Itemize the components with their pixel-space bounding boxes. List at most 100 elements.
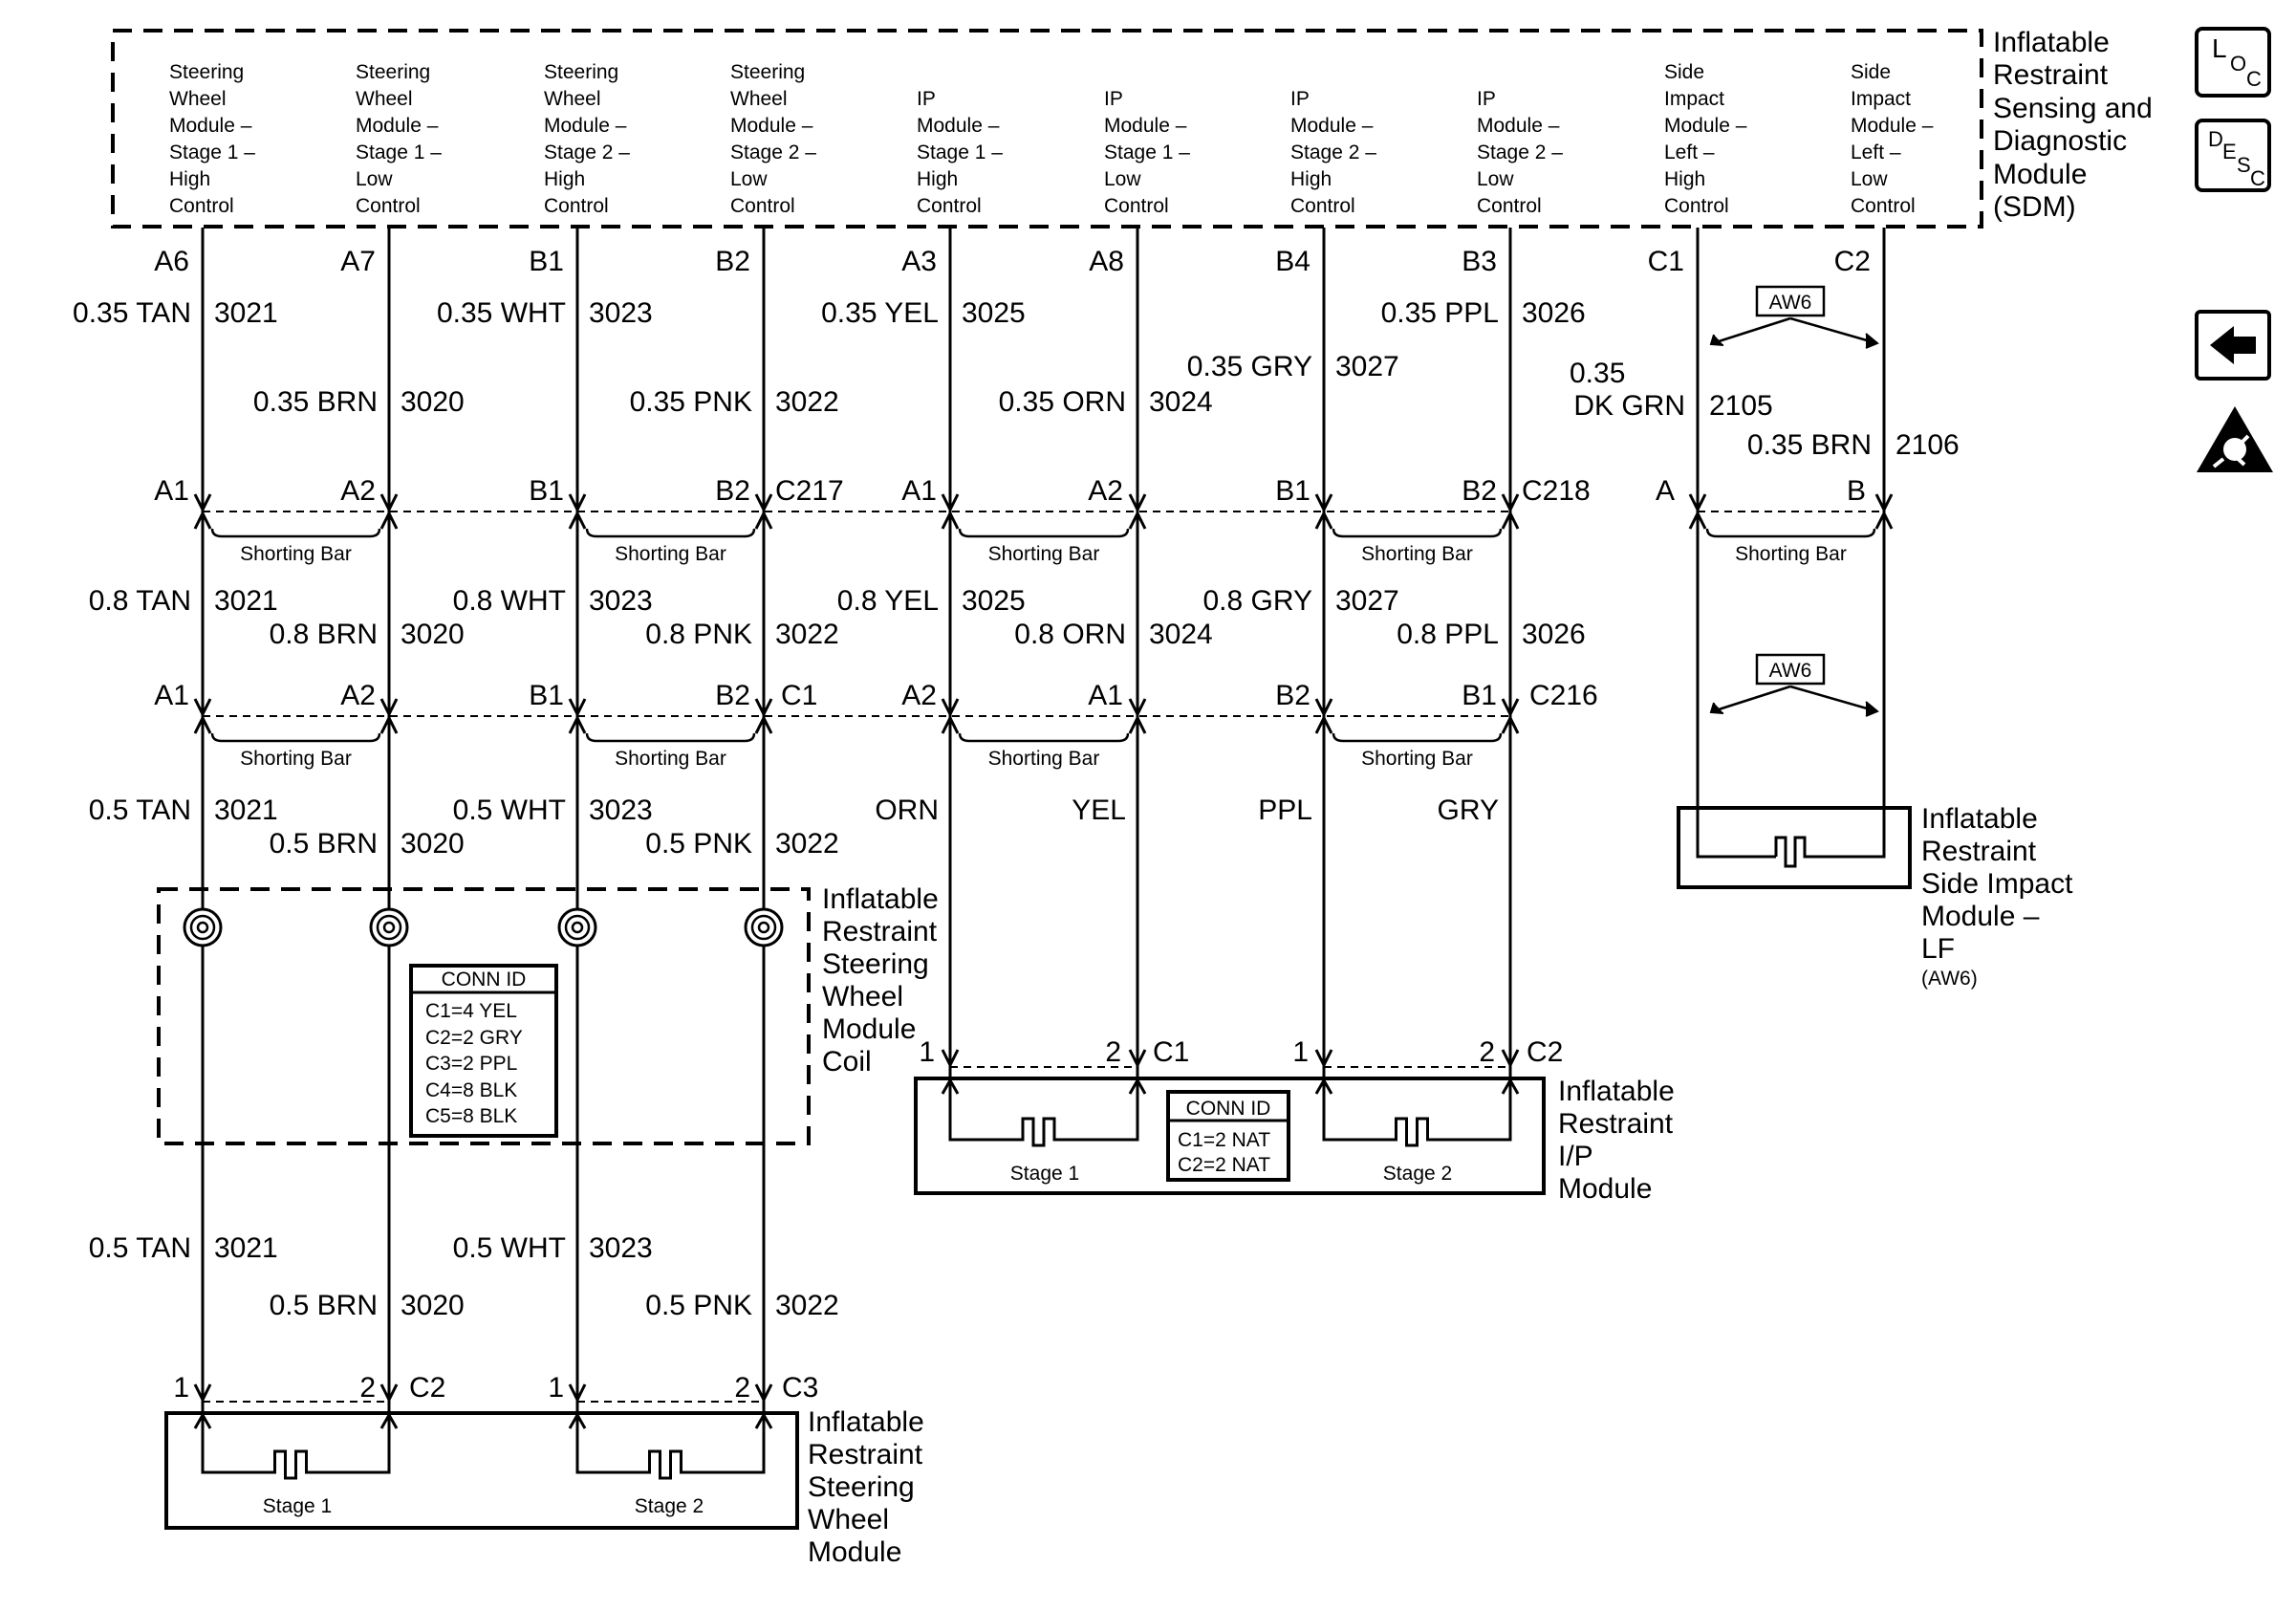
connector-arrow [1128,510,1147,530]
connector-arrow [754,1383,773,1404]
wire-circuit-label: 3027 [1335,351,1399,382]
desc-letter: S [2237,153,2251,177]
side-module-squib [1774,836,1812,868]
connector-c217-c218-row: A1 A2 B1 B2 C217 A1 A2 B1 B2 C218 A B [154,475,1866,507]
pin-label: B2 [715,475,750,507]
connector-arrow [1314,698,1333,718]
clockspring-icon [564,914,591,941]
sdm-header-line: Module – [1104,115,1187,137]
shorting-bar-label: Shorting Bar [988,748,1100,770]
connector-arrow [754,698,773,718]
ip-module-name-line: Inflatable [1558,1076,1675,1107]
connector-c1-c216-row: A1 A2 B1 B2 C1 A2 A1 B2 B1 C216 [154,680,1597,711]
sdm-header-line: Steering [356,61,430,83]
option-code: AW6 [1769,660,1812,682]
wire-color-label: 0.5 BRN [270,828,378,860]
wire-circuit-label: 3021 [214,585,278,617]
wire-color-label: 0.5 PNK [645,1290,752,1321]
pin-label: A1 [901,475,937,507]
sdm-name: Inflatable Restraint Sensing and Diagnos… [1993,27,2153,223]
ip-module-name-line: Restraint [1558,1108,1674,1140]
clockspring-icon [382,921,396,934]
sdm-pin-label: A8 [1089,246,1124,277]
sw-module-name-line: Steering [808,1471,915,1503]
wire-color-label: DK GRN [1573,390,1685,422]
loc-letter: C [2246,67,2262,91]
sdm-header-line: Control [1477,195,1542,217]
clockspring-icon [557,907,597,947]
connector-arrow [941,698,960,718]
sdm-header-line: Module – [356,115,439,137]
shorting-bar [958,732,1130,743]
sdm-header-line: Control [544,195,609,217]
wire-circuit-label: 3025 [962,585,1026,617]
sdm-box [111,29,1983,229]
option-aw6-mid: AW6 [1709,653,1879,717]
sdm-header-line: Wheel [730,88,788,110]
pin-label: 2 [1105,1036,1121,1068]
wire-circuit-label: 3023 [589,1232,653,1264]
wire-circuit-label: 3020 [401,386,465,418]
side-module-name-line: Module – [1921,901,2040,932]
connector-arrow [193,1383,212,1404]
sdm-header-line: Side [1664,61,1704,83]
clockspring-icon [744,907,784,947]
connector-arrow [1128,1049,1147,1069]
location-button[interactable]: L O C [2195,27,2271,98]
sdm-pin-label: A6 [154,246,189,277]
coil-name-line: Coil [822,1046,872,1078]
wire-color-label: 0.5 WHT [453,795,566,826]
connector-arrow [1128,698,1147,718]
pin-label: A1 [154,680,189,711]
connector-arrow [568,510,587,530]
pin-label: 1 [548,1372,564,1404]
coil-name-line: Inflatable [822,883,939,915]
connector-arrow [754,493,773,513]
wire-color-label: 0.8 GRY [1202,585,1312,617]
shorting-bar-label: Shorting Bar [1361,543,1473,565]
shorting-bar [1332,732,1503,743]
esd-warning-icon[interactable] [2197,406,2273,472]
sdm-name-line: (SDM) [1993,191,2076,223]
connector-name: C1 [1153,1036,1189,1068]
bottom-wire-labels: 0.5 TAN 3021 0.5 BRN 3020 0.5 WHT 3023 0… [89,1232,839,1321]
pin-label: 1 [919,1036,935,1068]
sdm-header-line: IP [1477,88,1496,110]
connector-name: C218 [1522,475,1591,507]
sdm-header-line: Impact [1664,88,1724,110]
squib-symbols [193,1049,1520,1480]
sdm-header-line: Low [730,168,768,190]
stage-label: Stage 2 [635,1495,704,1517]
connector-arrow [379,1383,399,1404]
conn-id-row: C5=8 BLK [425,1105,517,1127]
sdm-header-line: Low [1104,168,1141,190]
wire-color-label: 0.5 BRN [270,1290,378,1321]
description-button[interactable]: D E S C [2195,119,2271,192]
sdm-header-line: Module – [730,115,813,137]
wire-color-label: 0.8 PPL [1397,619,1499,650]
pin-label: B [1847,475,1866,507]
connector-arrow [754,714,773,734]
sdm-header-line: Wheel [169,88,227,110]
coil-box [157,887,811,1145]
sdm-header-line: Steering [169,61,244,83]
connector-arrow [1314,1049,1333,1069]
left-arrow-icon[interactable] [2195,310,2271,381]
sdm-header-line: Module – [1851,115,1934,137]
wire-color-label: 0.35 GRY [1187,351,1312,382]
sdm-header-line: Control [1104,195,1169,217]
sdm-header-line: IP [1290,88,1310,110]
side-module-name-line: Inflatable [1921,803,2038,835]
coil-name-line: Steering [822,948,929,980]
connector-arrow [941,1049,960,1069]
connector-arrow [941,493,960,513]
clockspring-icon [757,921,770,934]
sdm-header-line: Module – [1477,115,1560,137]
sdm-header-line: IP [1104,88,1123,110]
pin-label: A2 [1088,475,1123,507]
conn-id-row: C4=8 BLK [425,1079,517,1101]
pin-label: A2 [340,680,376,711]
shorting-bar-label: Shorting Bar [1361,748,1473,770]
sdm-header-line: Low [1477,168,1514,190]
